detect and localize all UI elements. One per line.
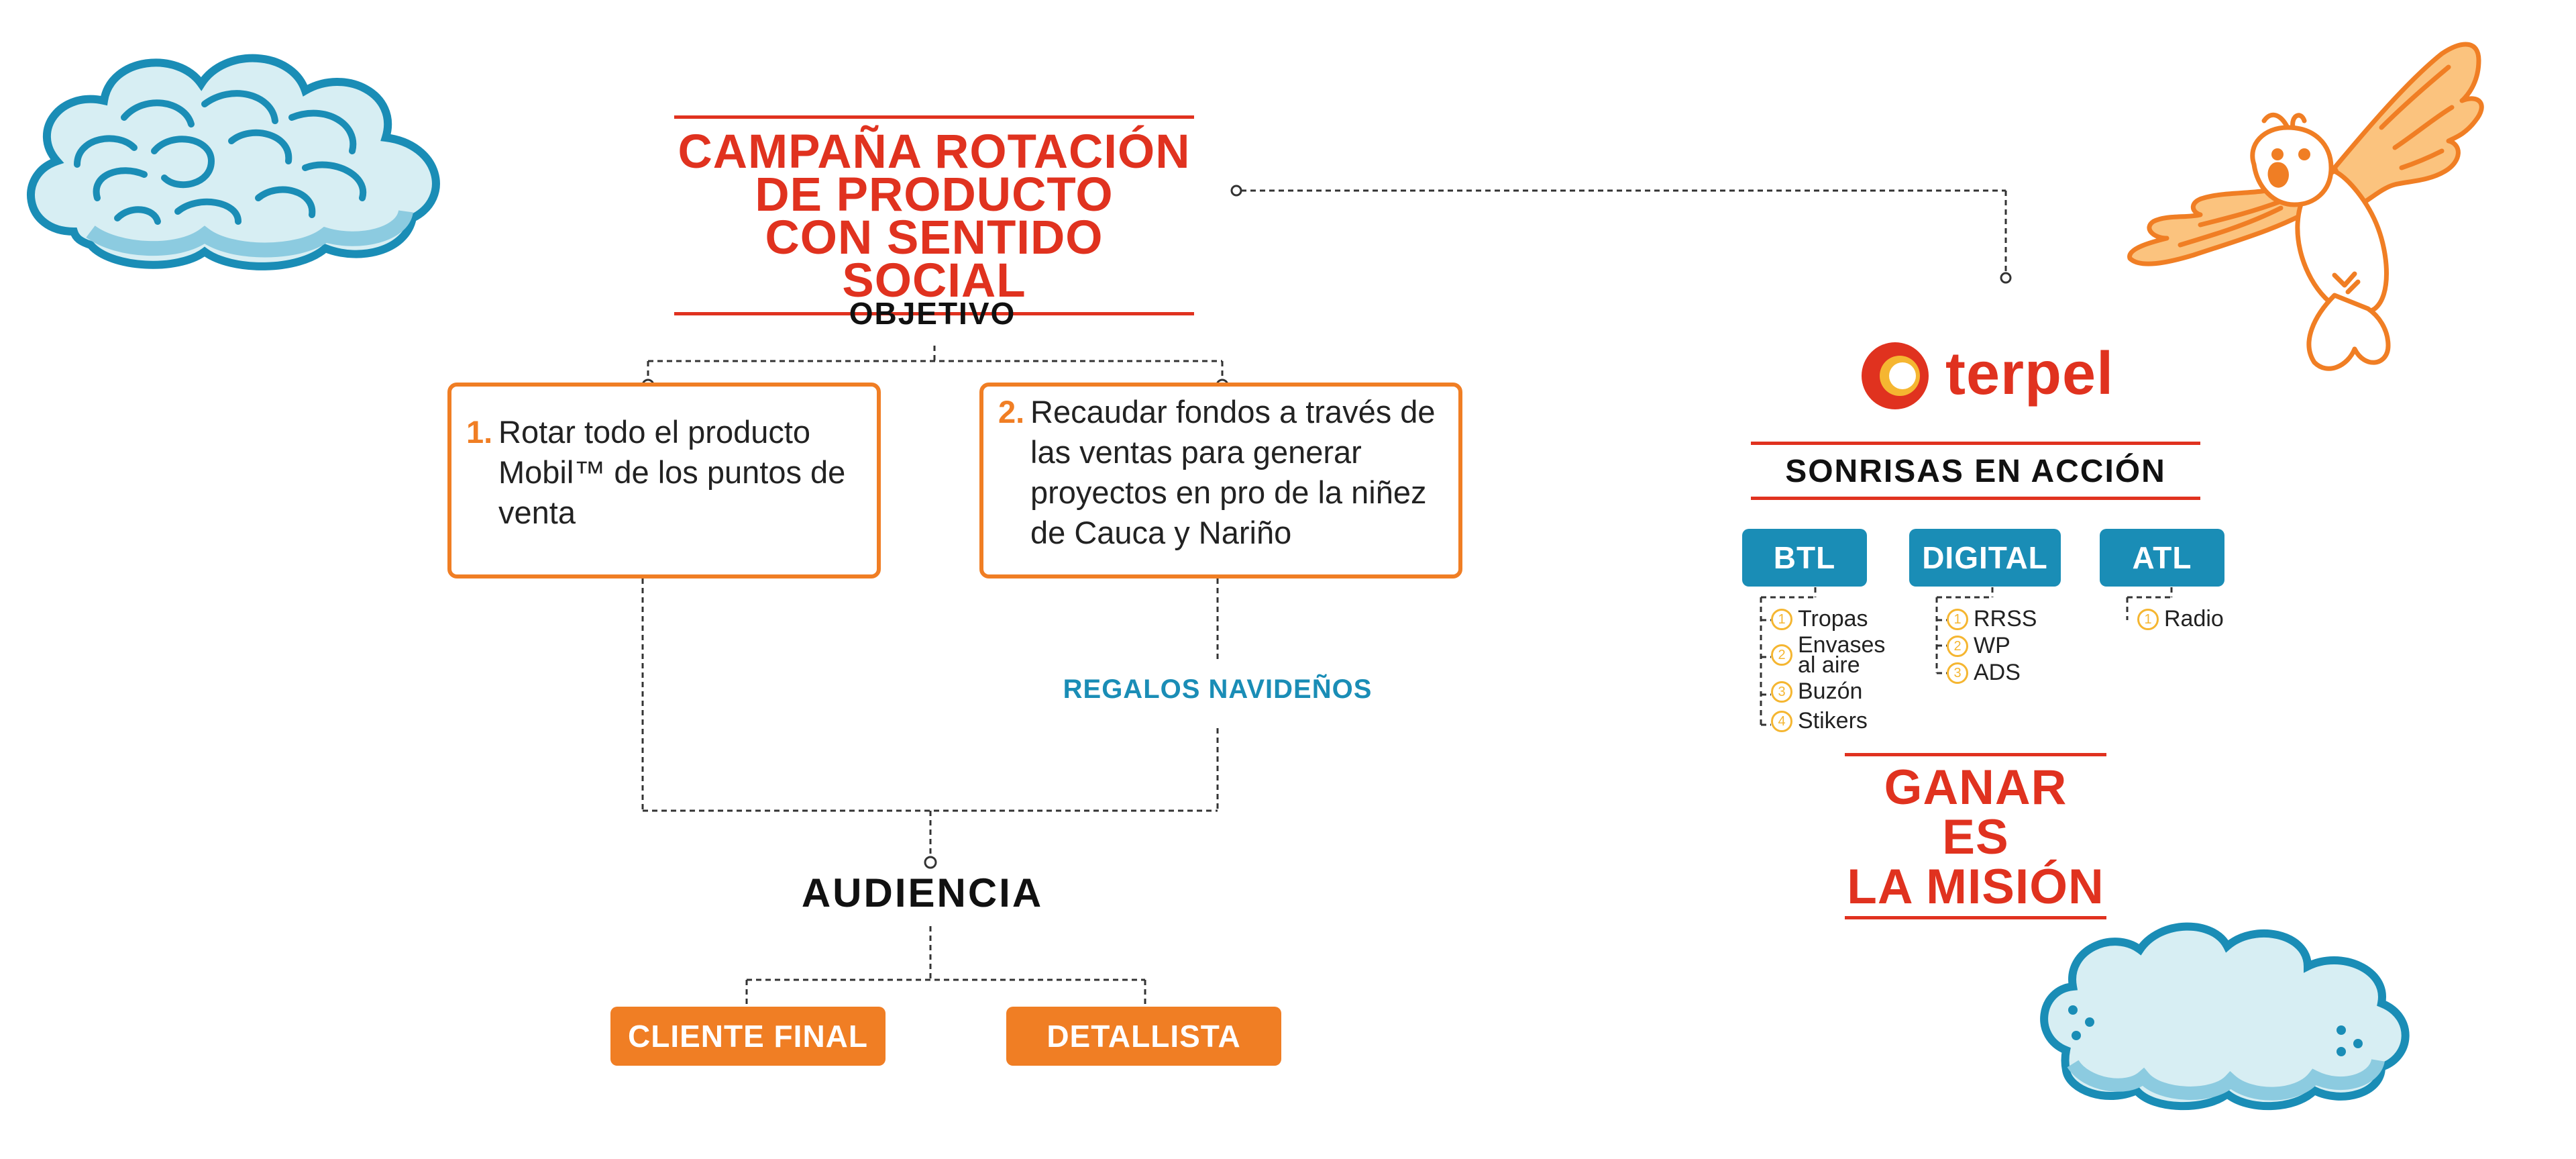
number-circle: 2 bbox=[1947, 636, 1968, 657]
campaign-title: CAMPAÑA ROTACIÓN DE PRODUCTO CON SENTIDO… bbox=[674, 115, 1194, 315]
item-label: ADS bbox=[1974, 660, 2021, 685]
sonrisas-bottom-rule bbox=[1751, 497, 2200, 500]
terpel-logo-icon bbox=[1862, 342, 1929, 409]
item-label: RRSS bbox=[1974, 606, 2037, 632]
item-label: Tropas bbox=[1798, 606, 1868, 632]
item-label: Radio bbox=[2164, 606, 2224, 632]
terpel-brand-name: terpel bbox=[1945, 340, 2114, 407]
number-circle: 4 bbox=[1771, 711, 1792, 732]
audiencia-label: AUDIENCIA bbox=[801, 870, 1044, 915]
list-item: 2 Envases al aire bbox=[1771, 632, 1905, 678]
sonrisas-top-rule bbox=[1751, 442, 2200, 445]
item-label: Buzón bbox=[1798, 678, 1863, 704]
title-line-1: CAMPAÑA ROTACIÓN bbox=[678, 125, 1191, 179]
objective-number: 1. bbox=[466, 414, 493, 450]
channel-digital: DIGITAL bbox=[1909, 529, 2061, 587]
sonrisas-label: SONRISAS EN ACCIÓN bbox=[1785, 454, 2166, 489]
list-item: 1 RRSS bbox=[1947, 605, 2068, 632]
audience-detallista: DETALLISTA bbox=[1006, 1007, 1281, 1066]
audience-cliente-final: CLIENTE FINAL bbox=[610, 1007, 885, 1066]
list-item: 1 Tropas bbox=[1771, 605, 1905, 632]
cloud-icon bbox=[27, 54, 440, 270]
channel-atl: ATL bbox=[2100, 529, 2224, 587]
list-item: 2 WP bbox=[1947, 632, 2068, 659]
title-top-rule bbox=[674, 115, 1194, 119]
objective-number: 2. bbox=[998, 394, 1025, 430]
number-circle: 1 bbox=[2137, 609, 2159, 630]
objetivo-label: OBJETIVO bbox=[849, 296, 1016, 331]
objective-text: Recaudar fondos a través de las ventas p… bbox=[1030, 394, 1436, 550]
item-label: Stikers bbox=[1798, 708, 1868, 734]
list-item: 3 Buzón bbox=[1771, 678, 1905, 705]
ganar-es-la-mision: GANAR ES LA MISIÓN bbox=[1845, 753, 2106, 919]
number-circle: 1 bbox=[1947, 609, 1968, 630]
ganar-line-1: GANAR ES bbox=[1884, 760, 2068, 864]
item-label: Envases al aire bbox=[1798, 632, 1886, 678]
objective-text: Rotar todo el producto Mobil™ de los pun… bbox=[498, 414, 846, 530]
number-circle: 3 bbox=[1947, 662, 1968, 684]
ganar-top-rule bbox=[1845, 753, 2106, 756]
title-bottom-rule bbox=[674, 312, 1194, 315]
number-circle: 1 bbox=[1771, 609, 1792, 630]
number-circle: 2 bbox=[1771, 644, 1792, 666]
regalos-navidenos-label: REGALOS NAVIDEÑOS bbox=[1063, 674, 1373, 704]
item-label: WP bbox=[1974, 633, 2010, 658]
objective-box-2: 2. Recaudar fondos a través de las venta… bbox=[979, 383, 1462, 578]
title-line-2: DE PRODUCTO bbox=[755, 168, 1114, 221]
title-line-3: CON SENTIDO SOCIAL bbox=[765, 211, 1104, 307]
channel-btl: BTL bbox=[1742, 529, 1867, 587]
list-item: 3 ADS bbox=[1947, 659, 2068, 686]
btl-list: 1 Tropas 2 Envases al aire 3 Buzón 4 Stikers bbox=[1771, 605, 1905, 737]
sonrisas-en-accion: SONRISAS EN ACCIÓN bbox=[1751, 442, 2200, 500]
number-circle: 3 bbox=[1771, 681, 1792, 703]
bird-icon bbox=[2127, 42, 2484, 371]
cloud-icon bbox=[2040, 922, 2410, 1111]
ganar-bottom-rule bbox=[1845, 916, 2106, 919]
ganar-line-2: LA MISIÓN bbox=[1847, 860, 2104, 914]
digital-list: 1 RRSS 2 WP 3 ADS bbox=[1947, 605, 2068, 686]
list-item: 4 Stikers bbox=[1771, 707, 1905, 734]
objective-box-1: 1. Rotar todo el producto Mobil™ de los … bbox=[447, 383, 881, 578]
